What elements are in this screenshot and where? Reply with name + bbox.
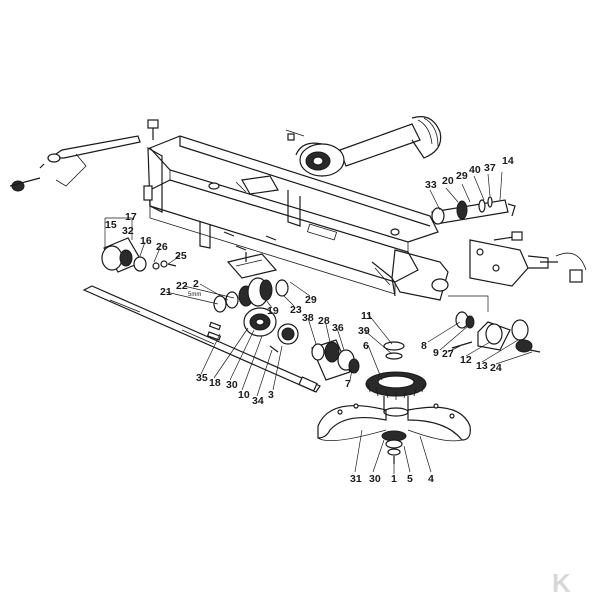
label-40: 40 — [469, 164, 481, 176]
label-6: 6 — [363, 340, 369, 352]
linkage-rod — [9, 119, 159, 192]
label-4: 4 — [428, 473, 434, 485]
label-8: 8 — [421, 340, 427, 352]
label-30-lower: 30 — [369, 473, 381, 485]
label-2: 2 — [193, 278, 199, 290]
label-22: 22 — [176, 280, 188, 292]
label-16: 16 — [140, 235, 152, 247]
label-34: 34 — [252, 395, 264, 407]
label-11: 11 — [361, 310, 372, 322]
label-35: 35 — [196, 372, 208, 384]
label-18: 18 — [209, 377, 221, 389]
label-10: 10 — [238, 389, 250, 401]
dimension-note: 5mm — [188, 292, 201, 298]
label-24: 24 — [490, 362, 502, 374]
label-28: 28 — [318, 315, 330, 327]
drive-shaft — [82, 285, 321, 393]
label-29: 29 — [305, 294, 317, 306]
label-7: 7 — [345, 378, 351, 390]
label-19: 19 — [267, 305, 279, 317]
label-29-upper: 29 — [456, 170, 468, 182]
label-13: 13 — [476, 360, 488, 372]
label-38: 38 — [302, 312, 314, 324]
leader-lines — [139, 173, 533, 474]
label-30: 30 — [226, 379, 238, 391]
label-23: 23 — [290, 304, 302, 316]
label-25: 25 — [175, 250, 187, 262]
right-shaft-assembly — [431, 171, 587, 287]
pto-shaft — [285, 116, 442, 177]
label-17: 17 — [125, 211, 137, 223]
label-36: 36 — [332, 322, 344, 334]
label-9: 9 — [433, 347, 439, 359]
label-1: 1 — [391, 473, 397, 485]
label-5: 5 — [407, 473, 413, 485]
left-bearing-group — [101, 217, 177, 273]
label-12: 12 — [460, 354, 472, 366]
label-3: 3 — [268, 389, 274, 401]
label-14: 14 — [502, 155, 514, 167]
main-frame — [143, 135, 449, 301]
label-33: 33 — [425, 179, 437, 191]
part-labels: 1 2 3 4 5 6 7 8 9 10 11 12 13 14 15 16 1… — [105, 155, 514, 485]
label-31: 31 — [350, 473, 362, 485]
right-bearing-group — [448, 295, 541, 353]
brand-logo: K — [552, 568, 571, 598]
logo-letter: K — [552, 568, 571, 598]
label-27: 27 — [442, 348, 454, 360]
label-32: 32 — [122, 225, 134, 237]
pinion-group — [311, 339, 360, 381]
label-20: 20 — [442, 175, 454, 187]
label-21: 21 — [160, 286, 172, 298]
label-26: 26 — [156, 241, 168, 253]
label-15: 15 — [105, 219, 117, 231]
label-37: 37 — [484, 162, 496, 174]
label-39: 39 — [358, 325, 370, 337]
gear-stack: 5mm — [188, 245, 299, 353]
